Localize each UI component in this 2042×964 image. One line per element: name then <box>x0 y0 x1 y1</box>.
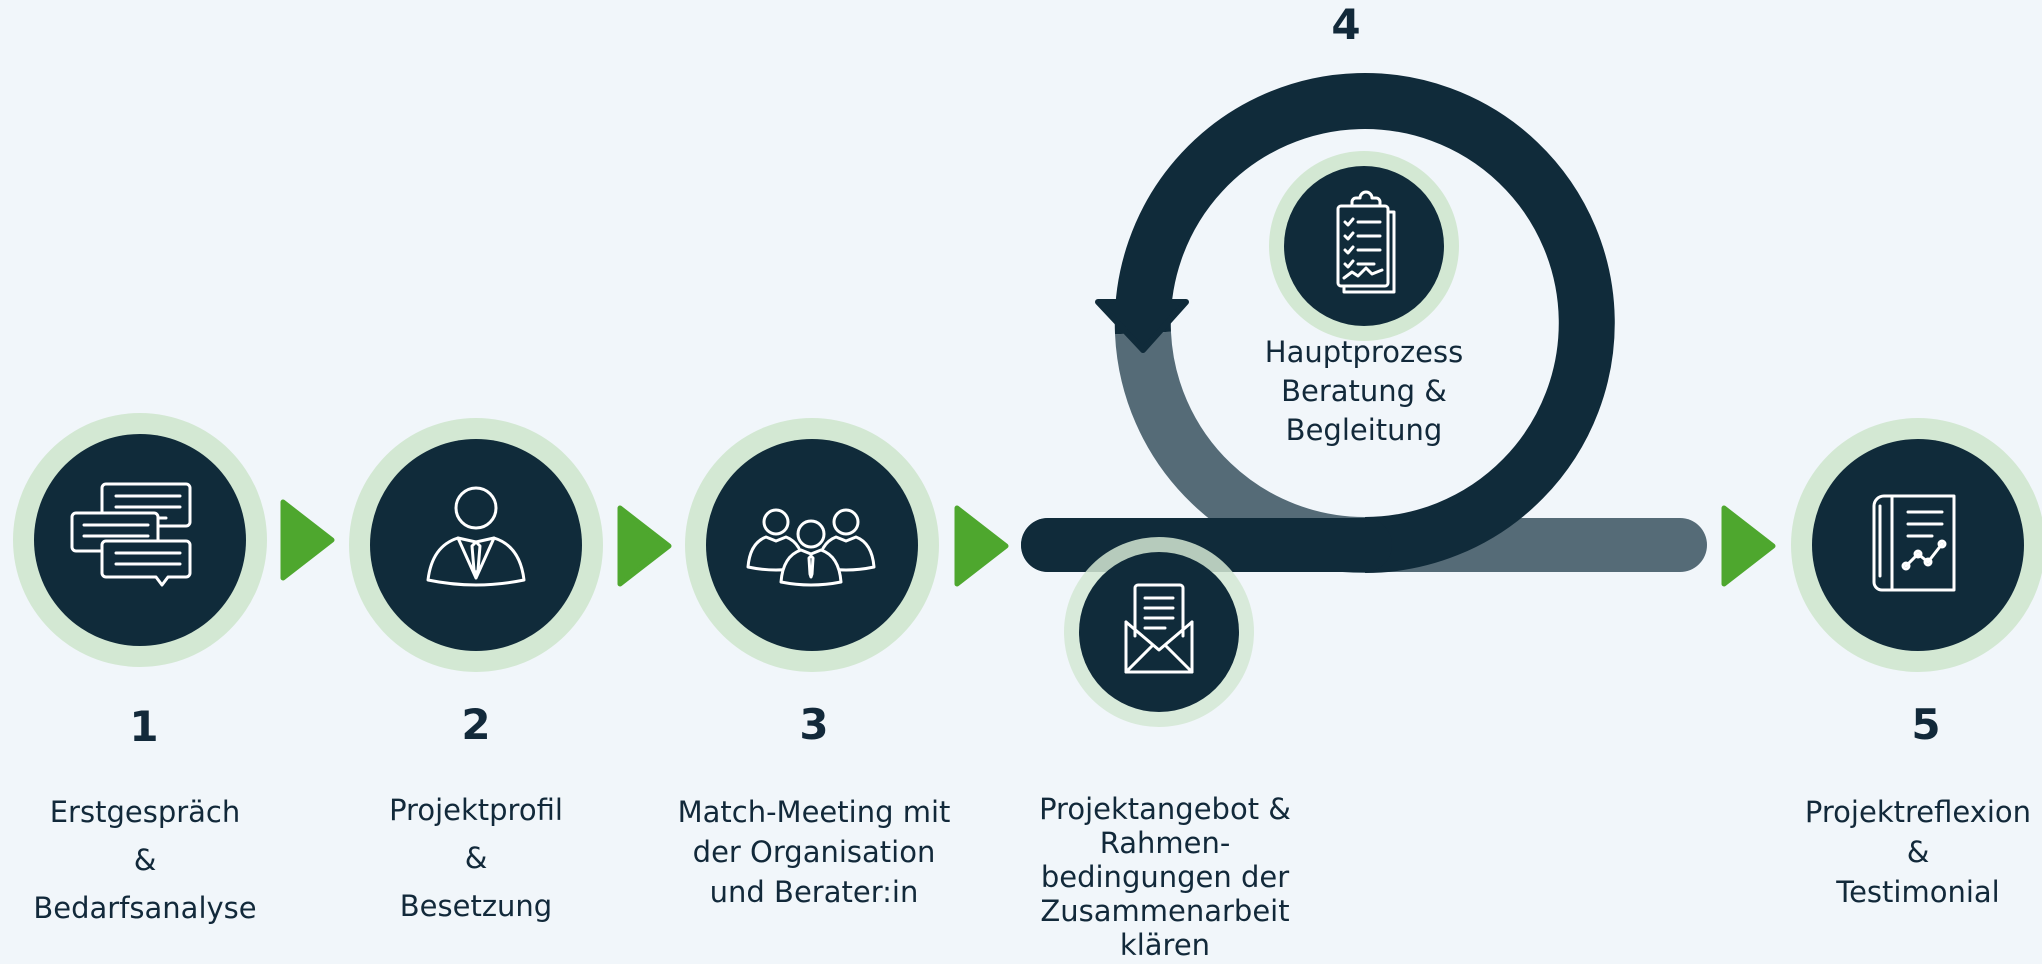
speech-bubbles-icon <box>70 482 192 587</box>
step-arrow-1 <box>280 499 335 581</box>
step-2-node <box>349 418 603 672</box>
step-arrow-4 <box>1721 505 1776 587</box>
step-2-label-line: & <box>464 841 488 875</box>
offer-label-line: Rahmen- <box>1099 826 1231 860</box>
step-1-label-line: & <box>133 843 157 877</box>
loop-arrowhead <box>1095 299 1189 353</box>
step-number-5: 5 <box>1911 700 1941 749</box>
step-arrow-2 <box>617 505 672 587</box>
step-1-label-line: Erstgespräch <box>49 795 241 829</box>
step-1-node <box>13 413 267 667</box>
main-process-label-line: Begleitung <box>1285 413 1443 447</box>
loop-arc <box>1114 73 1615 573</box>
offer-label-line: klären <box>1119 928 1211 962</box>
step-1-label: Erstgespräch & Bedarfsanalyse <box>20 788 270 932</box>
team-group-icon <box>746 508 876 587</box>
clipboard-checklist-icon <box>1336 190 1396 294</box>
offer-node <box>1064 537 1254 727</box>
step-number-1: 1 <box>129 702 159 751</box>
main-process-label-line: Beratung & <box>1281 374 1447 408</box>
main-process-label: Hauptprozess Beratung & Begleitung <box>1224 333 1504 450</box>
main-process-node <box>1269 151 1459 341</box>
person-suit-icon <box>426 486 526 587</box>
step-2-label-line: Projektprofil <box>389 793 563 827</box>
step-5-label: Projektreflexion & Testimonial <box>1800 792 2036 912</box>
step-number-3: 3 <box>799 700 829 749</box>
step-5-label-line: Projektreflexion <box>1804 795 2032 829</box>
offer-label-line: bedingungen der <box>1040 860 1290 894</box>
step-number-4: 4 <box>1331 0 1361 49</box>
step-1-label-line: Bedarfsanalyse <box>33 891 257 925</box>
envelope-letter-icon <box>1124 583 1194 674</box>
step-3-label-line: und Berater:in <box>709 875 919 909</box>
step-arrow-3 <box>954 505 1009 587</box>
step-5-node <box>1791 418 2042 672</box>
step-2-label: Projektprofil & Besetzung <box>356 786 596 930</box>
offer-label: Projektangebot & Rahmen- bedingungen der… <box>1020 792 1310 962</box>
step-5-label-line: Testimonial <box>1836 875 2000 909</box>
step-3-label-line: Match-Meeting mit <box>677 795 951 829</box>
report-chart-icon <box>1872 494 1956 592</box>
step-2-label-line: Besetzung <box>399 889 553 923</box>
step-number-2: 2 <box>461 700 491 749</box>
step-3-label-line: der Organisation <box>692 835 936 869</box>
offer-label-line: Projektangebot & <box>1039 792 1291 826</box>
step-3-label: Match-Meeting mit der Organisation und B… <box>666 792 962 912</box>
step-3-node <box>685 418 939 672</box>
main-process-label-line: Hauptprozess <box>1264 335 1464 369</box>
offer-label-line: Zusammenarbeit <box>1040 894 1290 928</box>
step-5-label-line: & <box>1906 835 1930 869</box>
